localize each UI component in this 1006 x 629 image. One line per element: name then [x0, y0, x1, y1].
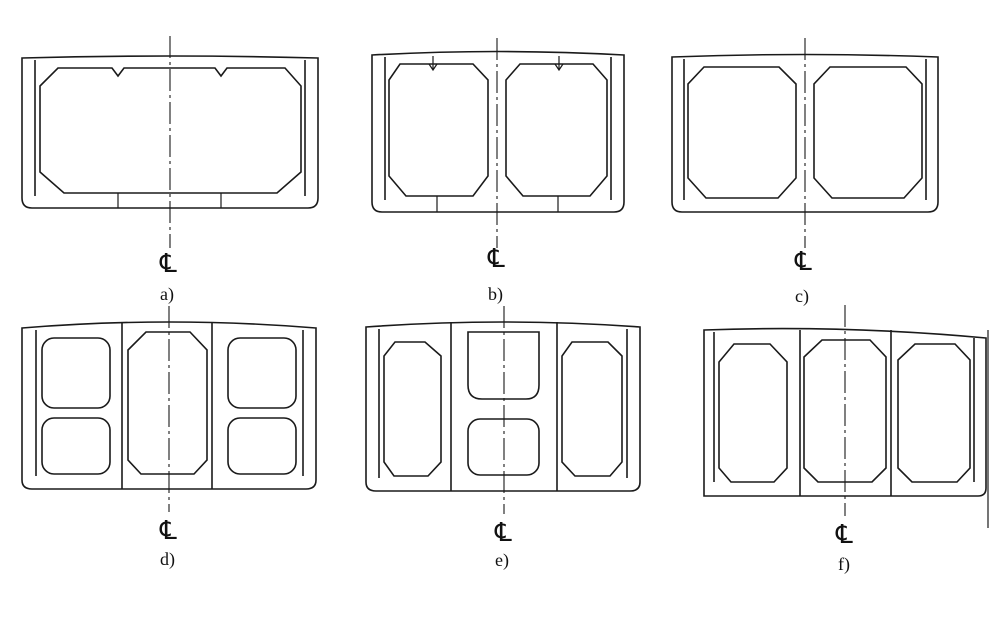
- panel-d-cell-center: [127, 331, 208, 475]
- panel-d-cell-top-left: [41, 337, 111, 409]
- panel-b-caption: b): [488, 284, 503, 305]
- panel-b-cell-right: [505, 63, 608, 197]
- panel-e-outline: [365, 321, 641, 492]
- panel-a-caption: a): [160, 284, 174, 305]
- panel-d-caption: d): [160, 549, 175, 570]
- panel-f-cl-symbol: ℄: [835, 520, 853, 550]
- panel-b-stiffener-left: [428, 56, 438, 72]
- panel-b-stiffener-right: [554, 56, 564, 72]
- panel-c-outline: [671, 53, 939, 213]
- panel-e-cell-right: [561, 341, 623, 477]
- panel-c-cl-symbol: ℄: [794, 247, 812, 277]
- panel-f-cell-left: [718, 343, 788, 483]
- panel-e-cl-symbol: ℄: [494, 518, 512, 548]
- panel-c: ℄ c): [671, 38, 939, 307]
- panel-a-cell: [39, 67, 302, 194]
- panel-c-cell-right: [813, 66, 923, 199]
- panel-d-cell-bottom-right: [227, 417, 297, 475]
- panel-f: ℄ f): [703, 305, 989, 575]
- panel-a-bottom-plate: [117, 193, 222, 208]
- panel-f-caption: f): [838, 554, 850, 575]
- panel-d-inner-webs: [121, 322, 213, 489]
- panel-f-cell-center: [803, 339, 887, 483]
- panel-f-inner-webs: [799, 330, 892, 496]
- panel-e-cell-top-center: [467, 331, 540, 400]
- panel-b-outline: [371, 50, 625, 213]
- panel-c-caption: c): [795, 286, 809, 307]
- panel-a-cl-symbol: ℄: [159, 249, 177, 279]
- panel-d-cell-top-right: [227, 337, 297, 409]
- panel-d: ℄ d): [21, 306, 317, 570]
- panel-d-cell-bottom-left: [41, 417, 111, 475]
- panel-b-bottom-plate: [436, 196, 559, 212]
- panel-e-caption: e): [495, 550, 509, 571]
- panel-f-outline: [703, 327, 987, 497]
- panel-d-cl-symbol: ℄: [159, 516, 177, 546]
- panel-f-cell-right: [897, 343, 971, 483]
- panel-e-cell-left: [383, 341, 442, 477]
- panel-a-outline: [21, 55, 319, 209]
- panel-b-cl-symbol: ℄: [487, 244, 505, 274]
- panel-b: ℄ b): [371, 38, 625, 305]
- panel-a: ℄ a): [21, 36, 319, 305]
- panel-c-cell-left: [687, 66, 797, 199]
- panel-e: ℄ e): [365, 306, 641, 571]
- panel-b-cell-left: [388, 63, 489, 197]
- panel-e-inner-webs: [450, 322, 558, 491]
